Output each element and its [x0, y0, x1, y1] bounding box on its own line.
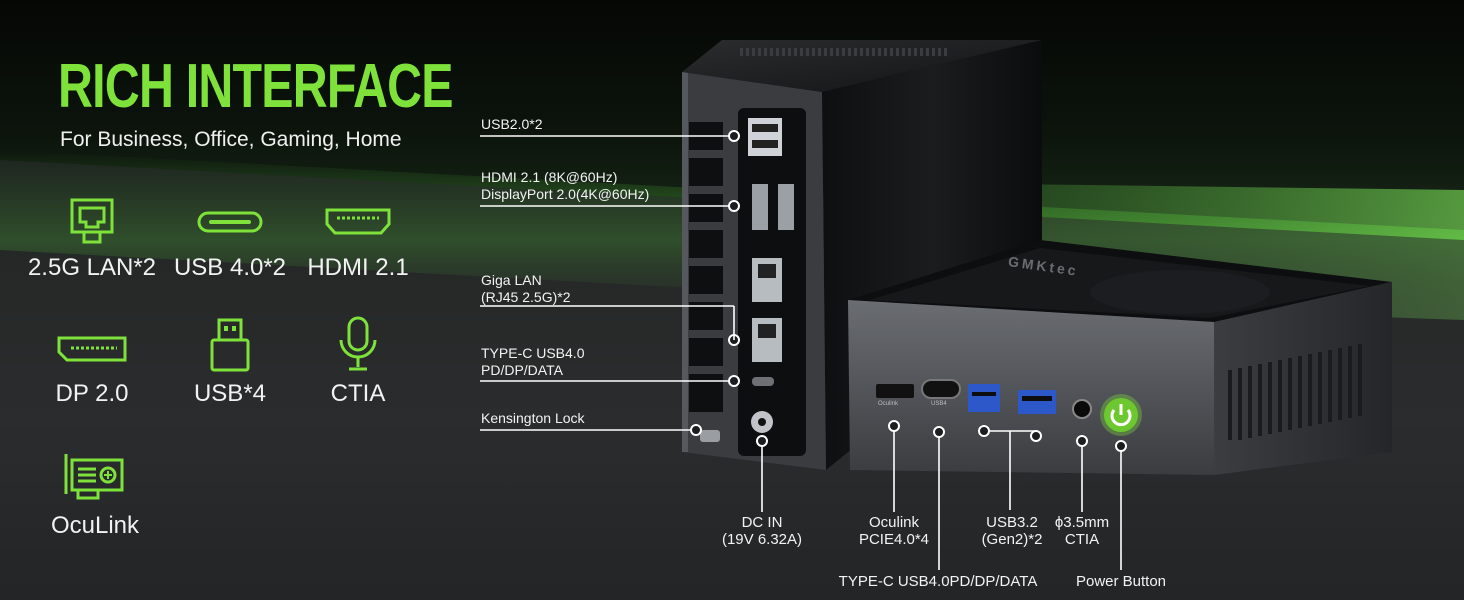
callout-hdmi-dp: HDMI 2.1 (8K@60Hz) DisplayPort 2.0(4K@60… — [481, 169, 650, 202]
feature-oculink: OcuLink — [25, 450, 165, 540]
feature-label: USB 4.0*2 — [173, 254, 287, 281]
feature-label: CTIA — [330, 380, 386, 407]
feature-lan: 2.5G LAN*2 — [22, 196, 162, 282]
callout-kensington: Kensington Lock — [481, 410, 585, 426]
feature-ctia: CTIA — [288, 316, 428, 408]
usb-a-connector-icon — [210, 318, 250, 372]
microphone-icon — [339, 316, 377, 371]
page-title: RICH INTERFACE — [58, 52, 454, 121]
feature-label: DP 2.0 — [55, 380, 129, 407]
feature-usb4: USB 4.0*2 — [160, 196, 300, 282]
callout-power-button: Power Button — [1075, 573, 1167, 590]
callout-audio: ϕ3.5mm CTIA — [1054, 514, 1110, 548]
feature-label: 2.5G LAN*2 — [27, 254, 157, 281]
oculink-port-label: Oculink — [878, 401, 899, 407]
callout-dc-in: DC IN (19V 6.32A) — [721, 514, 803, 548]
feature-label: HDMI 2.1 — [307, 254, 409, 281]
graphics-card-icon — [64, 454, 124, 500]
callout-typec-rear: TYPE-C USB4.0 PD/DP/DATA — [481, 345, 585, 378]
callout-usb32: USB3.2 (Gen2)*2 — [981, 514, 1043, 548]
callout-usb2: USB2.0*2 — [481, 116, 543, 132]
ethernet-port-icon — [70, 198, 114, 244]
feature-hdmi: HDMI 2.1 — [288, 196, 428, 282]
feature-usb: USB*4 — [160, 316, 300, 408]
feature-label: OcuLink — [50, 512, 140, 539]
callout-oculink: Oculink PCIE4.0*4 — [858, 514, 930, 548]
feature-dp: DP 2.0 — [22, 322, 162, 408]
callout-typec-front: TYPE-C USB4.0PD/DP/DATA — [838, 573, 1038, 590]
feature-label: USB*4 — [193, 380, 267, 407]
usb4-port-label: USB4 — [931, 401, 947, 407]
callout-lan: Giga LAN (RJ45 2.5G)*2 — [481, 272, 571, 305]
usb-c-port-icon — [197, 211, 263, 233]
displayport-icon — [57, 336, 127, 362]
hdmi-port-icon — [325, 208, 391, 235]
page-subtitle: For Business, Office, Gaming, Home — [60, 128, 402, 151]
